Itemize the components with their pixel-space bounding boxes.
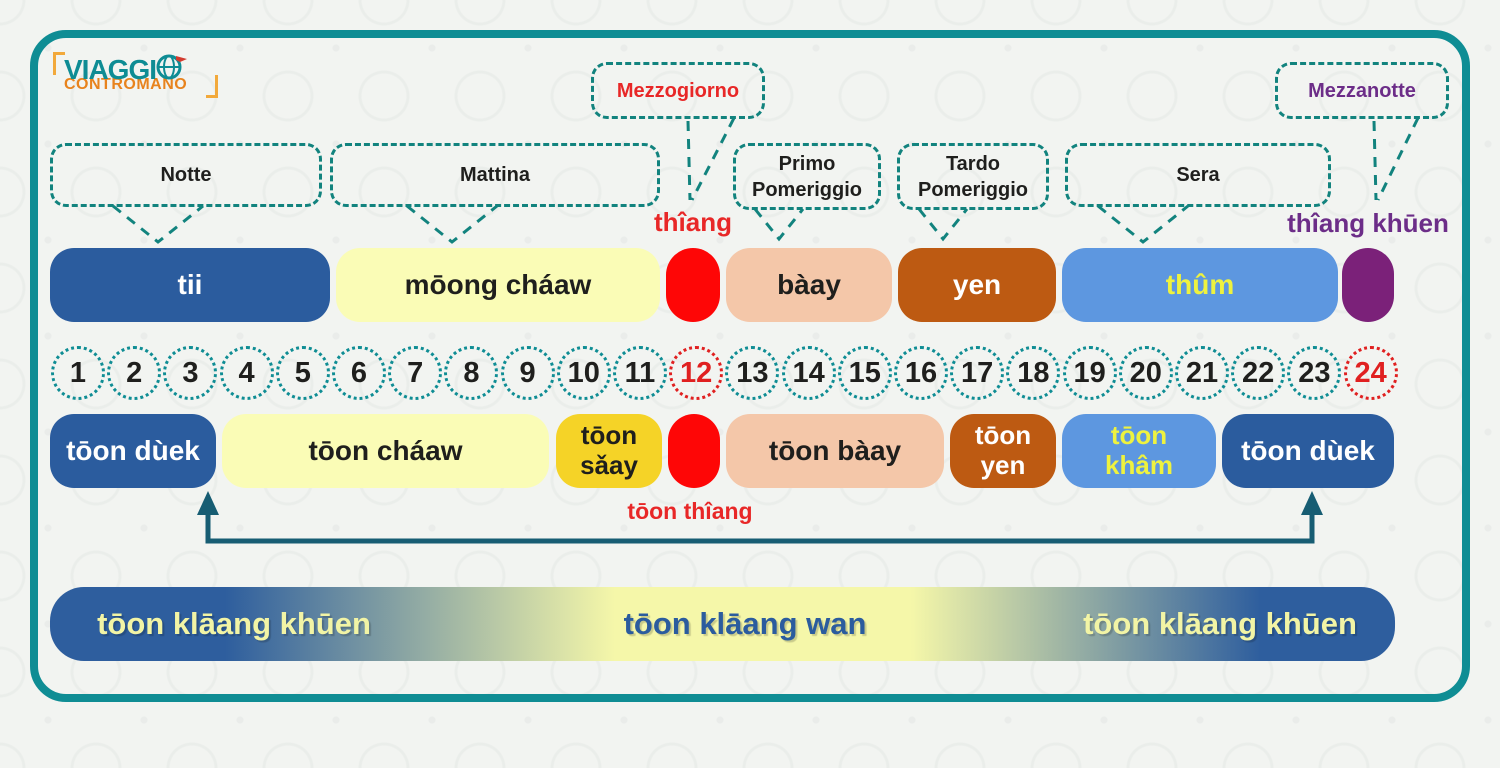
hour-6: 6 [332, 346, 386, 400]
bubble-mezzanotte: Mezzanotte [1275, 62, 1449, 119]
bubble-tardo-pomeriggio: Tardo Pomeriggio [897, 143, 1049, 210]
frame-border [30, 30, 1470, 702]
hour-20: 20 [1118, 346, 1173, 400]
period-box-toon-duek-right: tōon dùek [1222, 414, 1394, 488]
hour-18: 18 [1006, 346, 1061, 400]
period-box-toon-yen: tōon yen [950, 414, 1056, 488]
logo-left-bracket-icon [53, 52, 65, 75]
period-box-thiang-khuen [1342, 248, 1394, 322]
hour-4: 4 [219, 346, 274, 400]
period-box-yen: yen [898, 248, 1056, 322]
bubble-mattina: Mattina [330, 143, 660, 207]
hour-24: 24 [1343, 346, 1398, 400]
hour-16: 16 [894, 346, 948, 400]
hour-5: 5 [275, 346, 330, 400]
bar-label-night-left: tōon klāang khūen [97, 606, 371, 641]
label-toon-thiang-noon: tōon thîang [627, 498, 753, 524]
hour-12: 12 [669, 346, 724, 400]
hour-17: 17 [950, 346, 1005, 400]
hour-1: 1 [51, 346, 105, 400]
hour-22: 22 [1231, 346, 1286, 400]
hour-11: 11 [613, 346, 667, 400]
label-thiang-khuen-midnight: thîang khūen [1287, 208, 1449, 238]
period-box-toon-baay: tōon bàay [726, 414, 944, 488]
hour-15: 15 [837, 346, 892, 400]
hour-10: 10 [556, 346, 611, 400]
period-box-toon-kham: tōon khâm [1062, 414, 1216, 488]
label-thiang-noon: thîang [654, 207, 732, 237]
hour-2: 2 [107, 346, 162, 400]
bubble-notte: Notte [50, 143, 322, 207]
period-box-thiang [666, 248, 720, 322]
globe-airplane-icon [156, 54, 188, 80]
hour-13: 13 [725, 346, 780, 400]
period-box-moong-chaaw: mōong cháaw [336, 248, 660, 322]
period-box-toon-duek-left: tōon dùek [50, 414, 216, 488]
hour-3: 3 [163, 346, 218, 400]
period-box-toon-saay: tōon sǎay [556, 414, 662, 488]
hour-14: 14 [781, 346, 836, 400]
period-box-tii: tii [50, 248, 330, 322]
logo-right-bracket-icon [206, 75, 218, 98]
logo-top-row: VIAGGI [53, 52, 234, 85]
bar-label-day-middle: tōon klāang wan [623, 606, 867, 641]
bubble-primo-pomeriggio: Primo Pomeriggio [733, 143, 881, 210]
period-box-thum: thûm [1062, 248, 1338, 322]
hour-23: 23 [1287, 346, 1342, 400]
hour-21: 21 [1175, 346, 1229, 400]
hour-19: 19 [1062, 346, 1117, 400]
hour-8: 8 [444, 346, 499, 400]
bubble-mezzogiorno: Mezzogiorno [591, 62, 765, 119]
hour-9: 9 [500, 346, 555, 400]
logo-word-viaggi: VIAGGI [64, 54, 157, 85]
logo: VIAGGI CONTROMANO [53, 52, 234, 98]
period-box-toon-thiang [668, 414, 720, 488]
logo-word-contromano: CONTROMANO [64, 76, 188, 93]
period-box-toon-chaaw: tōon cháaw [222, 414, 549, 488]
night-day-bar: tōon klāang khūen tōon klāang wan tōon klā… [50, 587, 1395, 661]
bubble-sera: Sera [1065, 143, 1331, 207]
period-box-baay: bàay [726, 248, 892, 322]
hour-7: 7 [388, 346, 443, 400]
bar-label-night-right: tōon klāang khūen [1083, 606, 1357, 641]
